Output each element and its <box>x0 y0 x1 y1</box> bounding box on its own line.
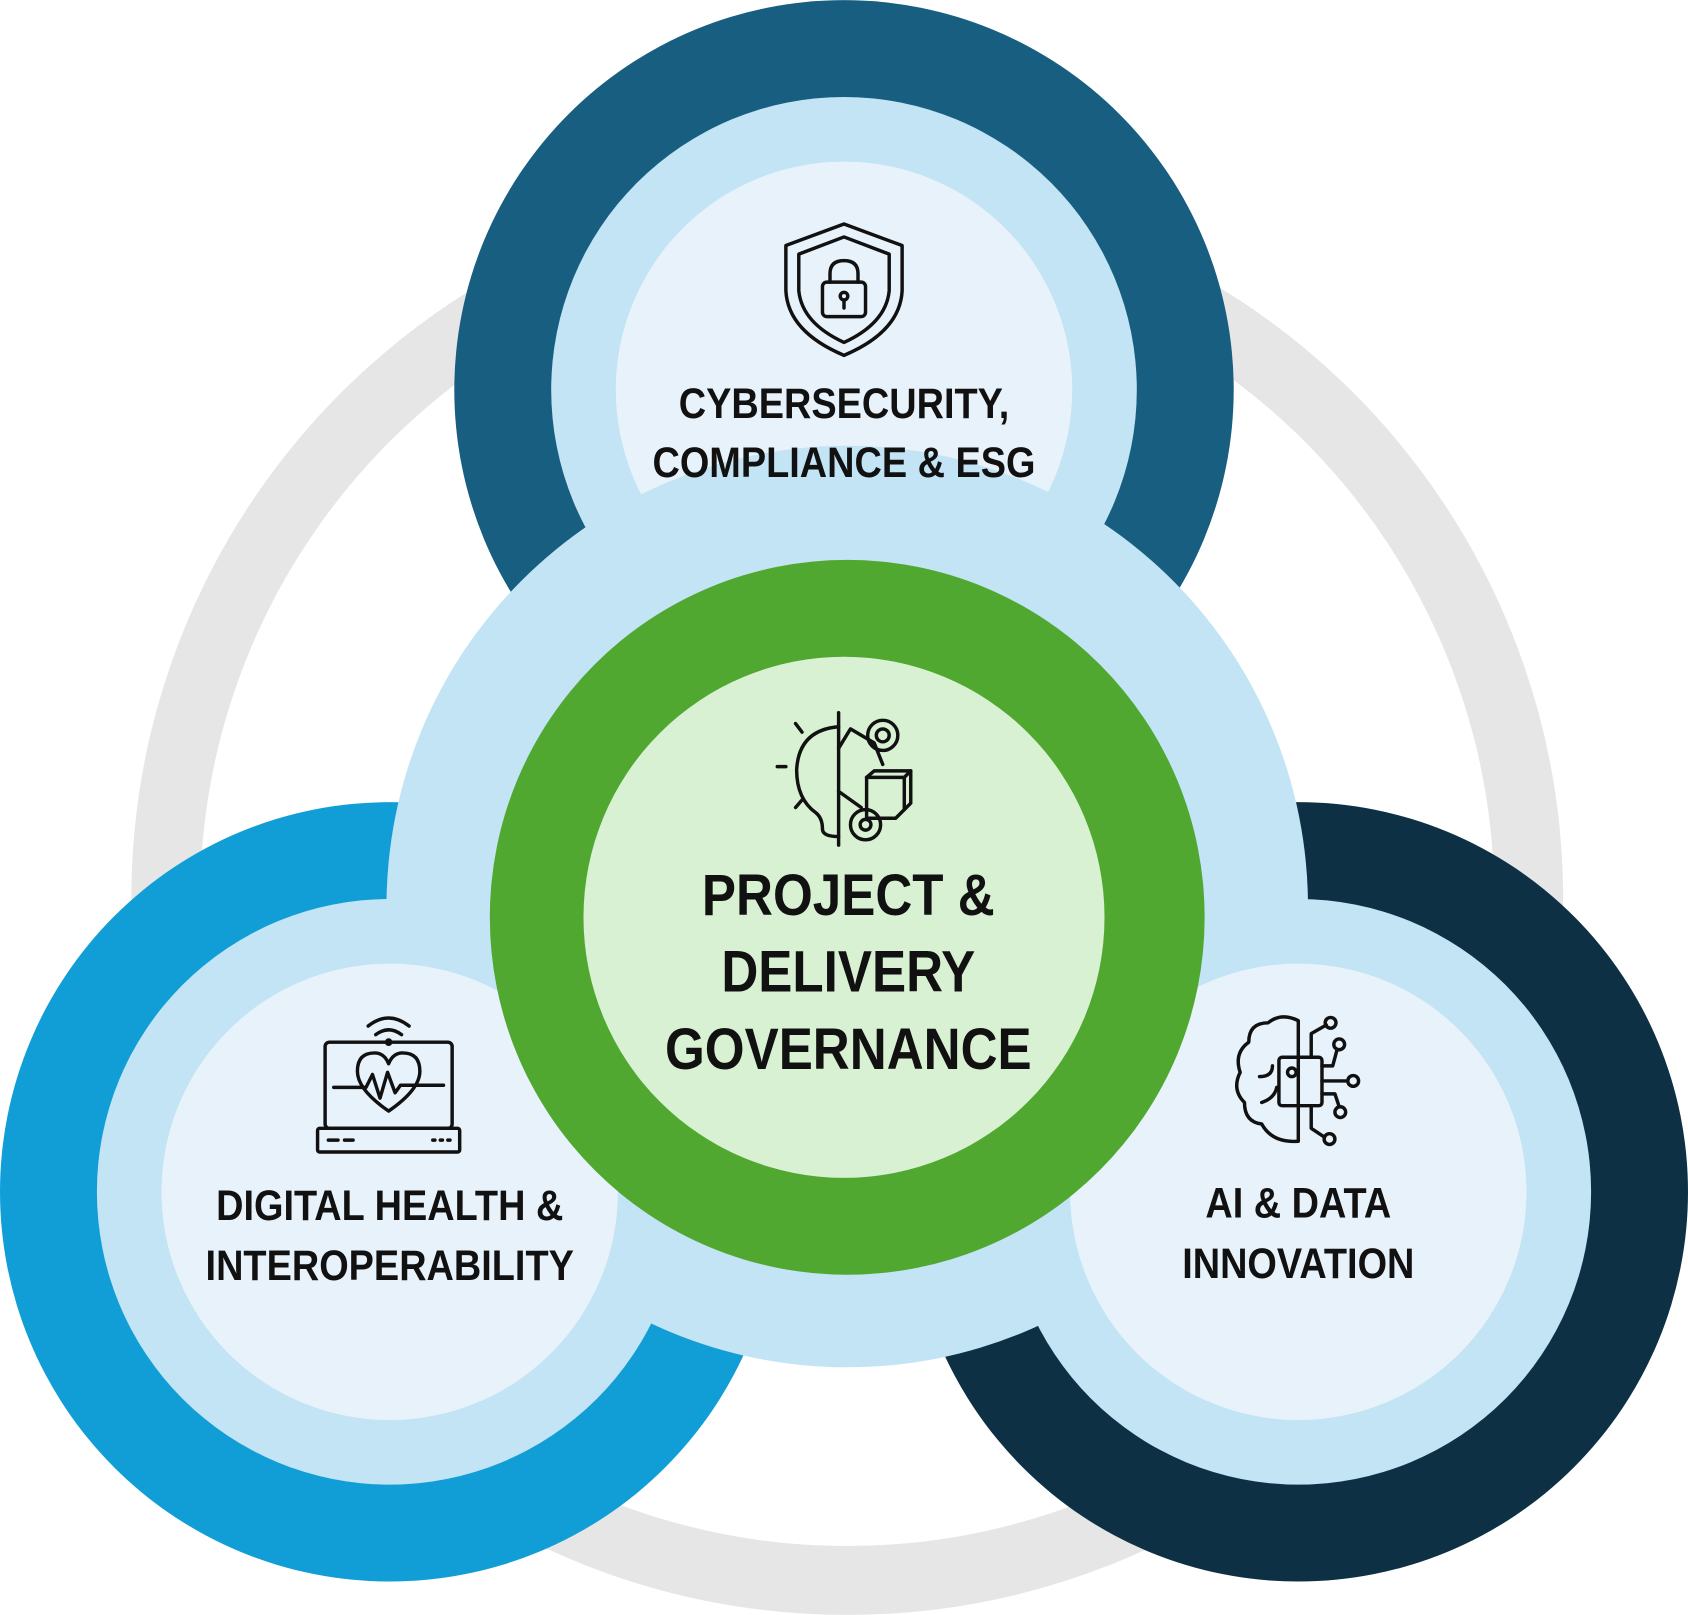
ai-brain-chip-icon <box>1235 1015 1361 1147</box>
center-label-line-1: PROJECT & <box>702 862 995 928</box>
ai-data-label-line-1: AI & DATA <box>1205 1178 1391 1227</box>
digital-health-inner-circle <box>161 963 618 1421</box>
cybersecurity-label-line-1: CYBERSECURITY, <box>679 379 1009 428</box>
shield-lock-icon <box>784 222 904 358</box>
digital-health-label: DIGITAL HEALTH & INTEROPERABILITY <box>206 1181 574 1290</box>
center-label-line-2: DELIVERY <box>721 939 975 1005</box>
center-inner-circle <box>583 656 1105 1178</box>
ai-data-inner-circle <box>1070 963 1527 1421</box>
idea-gears-icon <box>775 711 913 847</box>
center-label-line-3: GOVERNANCE <box>665 1016 1032 1082</box>
cybersecurity-label: CYBERSECURITY, COMPLIANCE & ESG <box>652 379 1035 487</box>
ai-data-label-line-2: INNOVATION <box>1182 1239 1414 1288</box>
cybersecurity-label-line-2: COMPLIANCE & ESG <box>652 438 1035 487</box>
laptop-heartbeat-icon <box>315 1016 462 1154</box>
center-label: PROJECT & DELIVERY GOVERNANCE <box>665 862 1032 1082</box>
digital-health-label-line-1: DIGITAL HEALTH & <box>216 1181 563 1230</box>
ai-data-label: AI & DATA INNOVATION <box>1182 1178 1414 1287</box>
digital-health-label-line-2: INTEROPERABILITY <box>206 1241 574 1290</box>
